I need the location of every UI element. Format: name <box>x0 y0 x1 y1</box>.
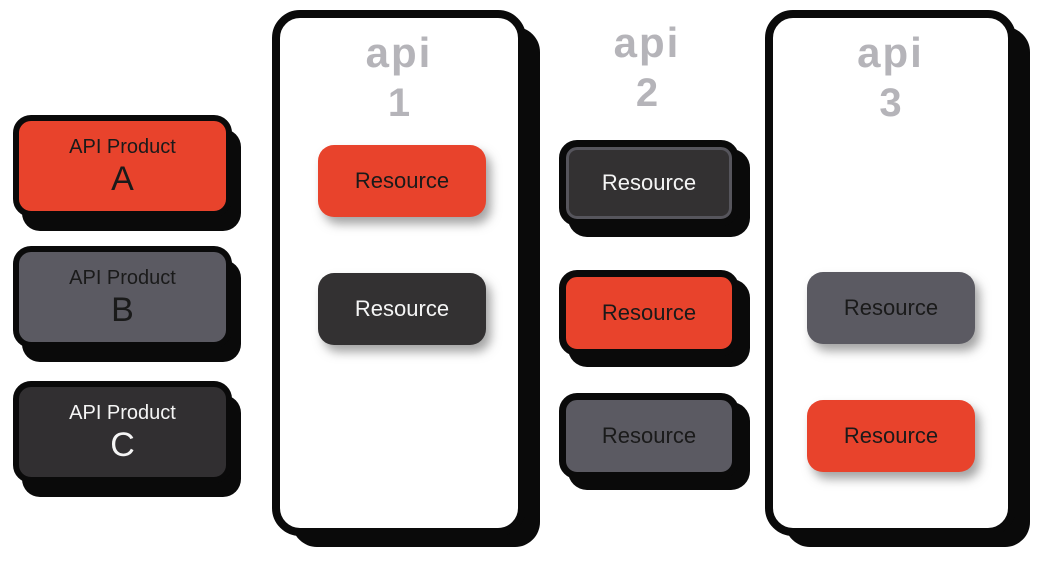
api-1-number: 1 <box>387 81 411 125</box>
api-product-b-label: API Product <box>69 267 176 289</box>
api-product-a-letter: A <box>111 160 134 198</box>
api-3-title: api 3 <box>773 18 1008 128</box>
api-2-title: api 2 <box>557 18 737 118</box>
api-2-resource-2-label: Resource <box>601 300 697 325</box>
api-1-panel: api 1 Resource Resource <box>272 10 526 536</box>
api-product-c-label: API Product <box>69 402 176 424</box>
api-2-resource-1-label: Resource <box>601 170 697 195</box>
api-2-number: 2 <box>635 71 659 115</box>
api-1-resource-1-label: Resource <box>354 168 450 193</box>
api-1-title: api 1 <box>280 18 518 128</box>
api-3-resource-2-label: Resource <box>843 423 939 448</box>
api-1-resource-1: Resource <box>318 145 486 217</box>
api-3-word: api <box>857 29 924 76</box>
api-2-resource-3: Resource <box>559 393 739 479</box>
api-2-resource-1: Resource <box>559 140 739 226</box>
api-1-resource-2: Resource <box>318 273 486 345</box>
api-2-resource-3-label: Resource <box>601 423 697 448</box>
api-product-a-box: API Product A <box>13 115 232 217</box>
api-product-b-box: API Product B <box>13 246 232 348</box>
api-3-number: 3 <box>879 81 902 125</box>
api-3-resource-1: Resource <box>807 272 975 344</box>
api-1-resource-2-label: Resource <box>354 296 450 321</box>
api-product-a-label: API Product <box>69 136 176 158</box>
api-product-c-letter: C <box>110 426 135 464</box>
api-3-resource-1-label: Resource <box>843 295 939 320</box>
api-product-c-box: API Product C <box>13 381 232 483</box>
api-2-word: api <box>613 19 681 66</box>
api-product-b-letter: B <box>111 291 134 329</box>
api-2-resource-2: Resource <box>559 270 739 356</box>
api-1-word: api <box>365 29 433 76</box>
api-3-panel: api 3 Resource Resource <box>765 10 1016 536</box>
api-3-resource-2: Resource <box>807 400 975 472</box>
